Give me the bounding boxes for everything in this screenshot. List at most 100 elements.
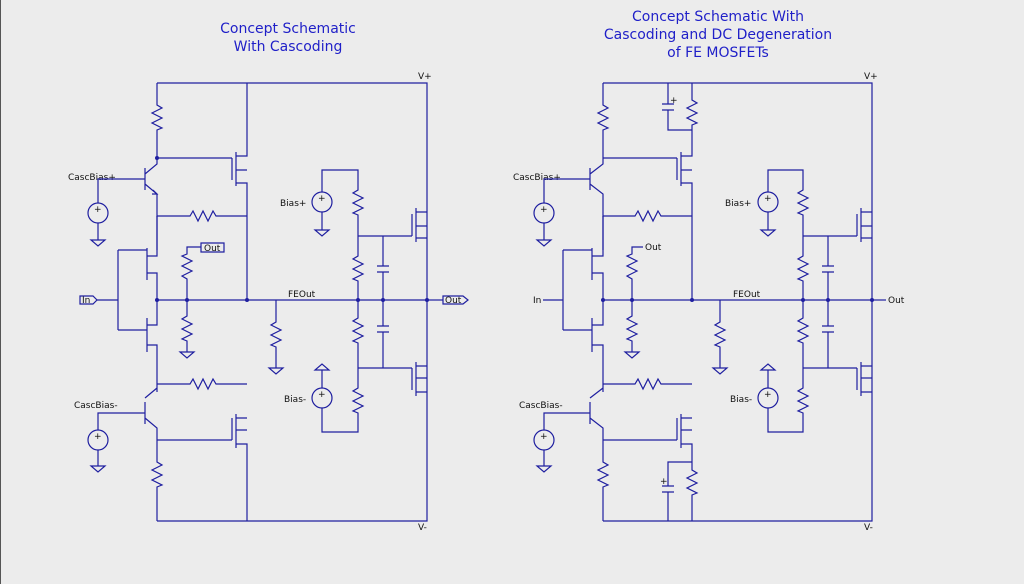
left-bias-capacitors (358, 235, 412, 368)
right-resistor-bottom (596, 439, 677, 521)
plus-sign: + (764, 194, 772, 204)
right-resistor-top (596, 83, 610, 158)
left-out-tag (200, 242, 225, 253)
left-bias-plus-network (313, 169, 365, 237)
right-output-label: Out (888, 296, 905, 306)
left-emitter-resistor-top (156, 208, 247, 223)
plus-sign: + (318, 194, 326, 204)
right-feout-load-resistor (711, 300, 729, 375)
right-output-mosfet-bottom (856, 362, 872, 396)
right-ground-2 (535, 450, 553, 473)
left-vminus-label: V- (418, 523, 427, 533)
right-bias-minus-label: Bias- (730, 395, 752, 405)
right-wire-bias-bottom (543, 412, 578, 430)
right-vminus-rail (603, 300, 873, 522)
left-junction (185, 298, 189, 302)
right-bias-capacitors (803, 235, 857, 368)
right-junction (870, 298, 874, 302)
plus-sign: + (540, 205, 548, 215)
right-junction (826, 298, 830, 302)
left-input-port (79, 295, 98, 305)
right-ground-1 (535, 223, 553, 247)
left-output-port (442, 295, 469, 305)
left-feout-label: FEOut (288, 290, 316, 300)
left-vplus-rail (157, 82, 428, 300)
right-emitter-resistor-top (602, 208, 692, 223)
left-mosfet-casc-bottom (231, 414, 248, 521)
left-output-mosfet-bottom (411, 362, 427, 396)
left-wire-input (97, 250, 119, 330)
right-bias-plus-network (759, 169, 810, 237)
plus-sign: + (94, 432, 102, 442)
left-emitter-resistor-bottom (157, 377, 247, 391)
right-degeneration-rc-bottom (662, 450, 699, 521)
left-input-label: In (82, 296, 90, 306)
right-feout-label: FEOut (733, 290, 761, 300)
left-wire-bias-top (97, 178, 133, 203)
right-title-line-2: Cascoding and DC Degeneration (604, 27, 832, 43)
plus-sign: + (540, 432, 548, 442)
left-resistor-top (150, 83, 164, 158)
left-ground-1 (89, 223, 107, 247)
left-output-label: Out (445, 296, 462, 306)
plus-sign: + (670, 96, 678, 106)
right-bias-plus-label: Bias+ (725, 199, 751, 209)
plus-sign: + (318, 390, 326, 400)
left-cascbias-minus-label: CascBias- (74, 401, 118, 411)
right-emitter-resistor-bottom (603, 377, 692, 391)
right-sense-resistor-bottom (623, 300, 641, 359)
right-jfet-bottom (563, 300, 604, 384)
left-mosfet-casc-top (231, 83, 248, 300)
left-sense-resistor-top (157, 246, 247, 301)
right-junction (601, 298, 605, 302)
left-bjt-bottom (133, 384, 158, 440)
left-junction (155, 298, 159, 302)
left-junction (245, 298, 249, 302)
right-junction (630, 298, 634, 302)
plus-sign: + (764, 390, 772, 400)
right-vcc-symbol (759, 363, 777, 388)
right-bjt-bottom (578, 384, 604, 440)
right-sense-resistor-top (603, 246, 692, 301)
right-degeneration-resistor-top (685, 83, 699, 150)
right-title-line-3: of FE MOSFETs (667, 45, 769, 61)
right-degeneration-cap-top (662, 83, 692, 131)
left-cascbias-plus-label: CascBias+ (68, 173, 116, 183)
right-vplus-rail (603, 82, 873, 300)
left-sense-out-label: Out (204, 244, 221, 254)
right-schematic: V+ V- CascBias+ + + In Out CascBias- + (513, 72, 905, 533)
right-cascbias-plus-label: CascBias+ (513, 173, 561, 183)
left-vplus-label: V+ (418, 72, 432, 82)
right-input-label: In (533, 296, 541, 306)
plus-sign: + (94, 205, 102, 215)
right-wire-bias-top (543, 178, 578, 203)
left-jfet-bottom (118, 300, 158, 384)
right-title-line-1: Concept Schematic With (632, 9, 804, 25)
right-bias-minus-network (767, 367, 857, 433)
right-vminus-label: V- (864, 523, 873, 533)
plus-sign: + (660, 477, 668, 487)
left-bias-minus-label: Bias- (284, 395, 306, 405)
left-bias-minus-network (321, 367, 412, 433)
right-jfet-top (563, 216, 604, 300)
left-wire-bias-bottom (97, 412, 133, 430)
right-bjt-top (578, 158, 604, 208)
left-feout-load-resistor (267, 300, 285, 375)
left-junction (425, 298, 429, 302)
right-junction (801, 298, 805, 302)
left-title-line-2: With Cascoding (234, 39, 343, 55)
left-jfet-top (118, 216, 158, 300)
right-vplus-label: V+ (864, 72, 878, 82)
right-mosfet-casc-top (676, 150, 693, 300)
left-ground-2 (89, 450, 107, 473)
right-junction (690, 298, 694, 302)
left-resistor-bottom (150, 439, 232, 521)
left-junction (381, 298, 385, 302)
left-bjt-top-arrow (152, 189, 159, 195)
right-cascbias-minus-label: CascBias- (519, 401, 563, 411)
left-schematic: V+ V- CascBias+ + In Out (68, 72, 469, 533)
left-bias-plus-label: Bias+ (280, 199, 306, 209)
left-junction (356, 298, 360, 302)
